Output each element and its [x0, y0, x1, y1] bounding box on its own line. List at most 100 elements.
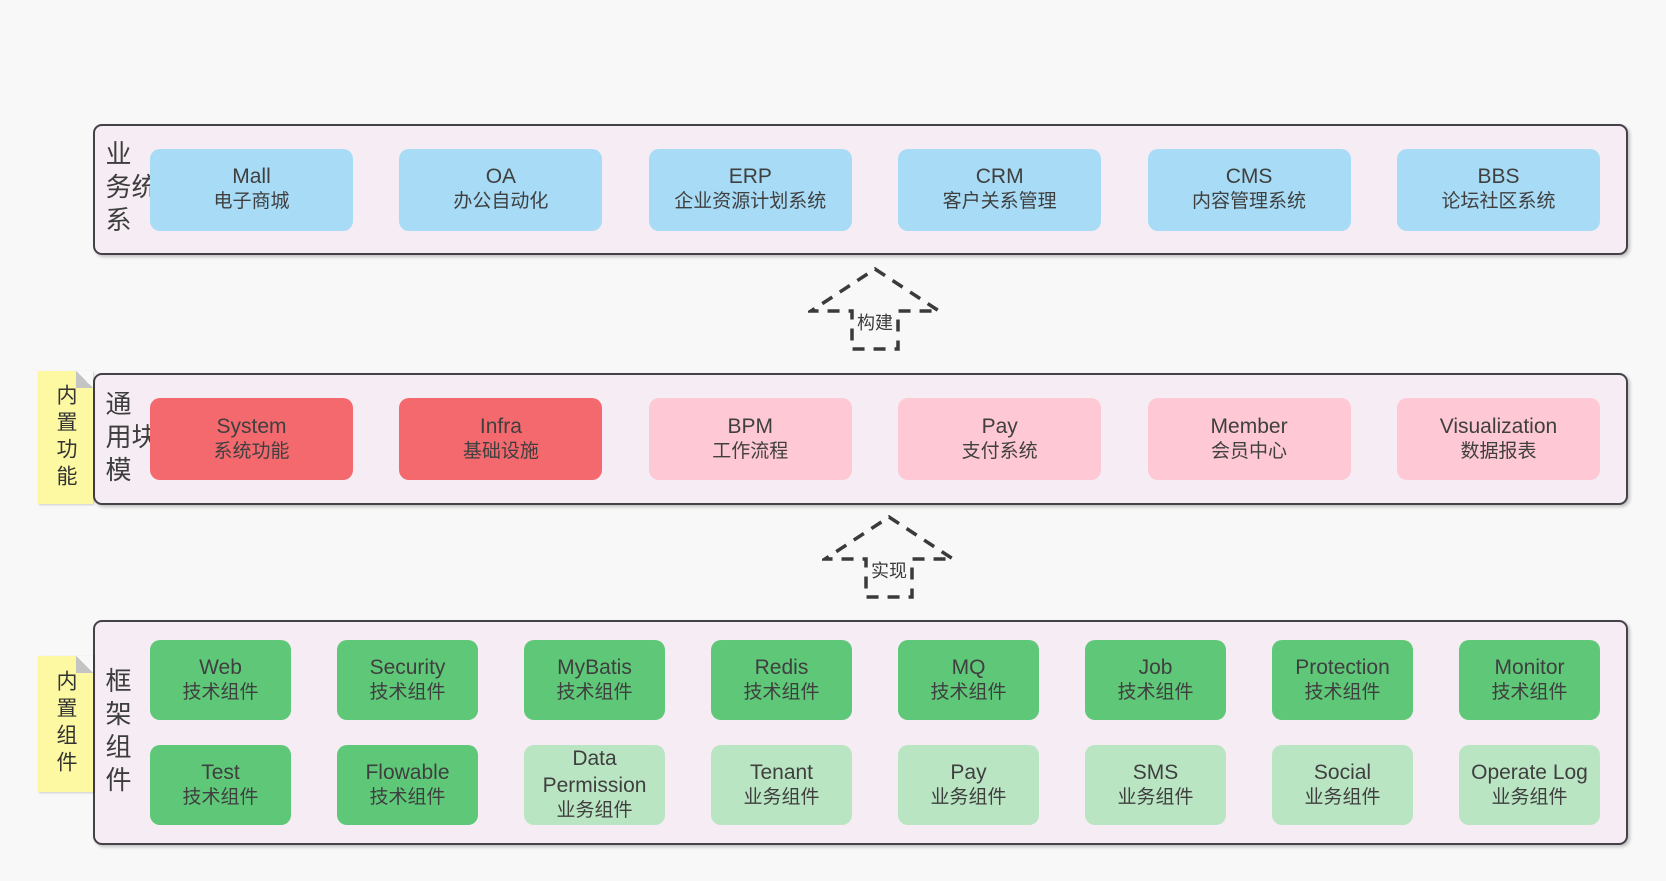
module-name: Monitor — [1494, 655, 1565, 679]
module-name: Operate Log — [1471, 760, 1588, 784]
sticky-note-label: 内置组件 — [54, 670, 77, 778]
band-label-framework-components: 框架组件 — [102, 666, 132, 799]
module-subtitle: 技术组件 — [182, 681, 259, 703]
folded-corner-icon — [76, 371, 93, 388]
module-name: MyBatis — [557, 655, 632, 679]
module-name: Member — [1210, 414, 1288, 438]
module-subtitle: 论坛社区系统 — [1441, 191, 1556, 213]
module-name: Protection — [1295, 655, 1390, 679]
implement-arrow: 实现 — [822, 514, 956, 600]
module-name: Data Permission — [542, 747, 647, 797]
sticky-note-label: 内置功能 — [54, 383, 77, 492]
module-name: SMS — [1132, 760, 1179, 784]
implement-arrow-label: 实现 — [869, 561, 909, 581]
module-name: BBS — [1477, 165, 1520, 189]
module-subtitle: 技术组件 — [182, 786, 259, 808]
module-name: Visualization — [1439, 414, 1558, 438]
module-subtitle: 业务组件 — [1304, 786, 1381, 808]
module-subtitle: 基础设施 — [462, 440, 539, 462]
module-name: Job — [1138, 655, 1173, 679]
band-label-business-systems: 业务系统 — [102, 140, 158, 239]
module-subtitle: 技术组件 — [1304, 681, 1381, 703]
sticky-note-built-in-features: 内置功能 — [38, 371, 93, 504]
module-name: BPM — [727, 414, 774, 438]
module-subtitle: 内容管理系统 — [1192, 191, 1307, 213]
module-name: CMS — [1225, 165, 1273, 189]
module-subtitle: 技术组件 — [1491, 681, 1568, 703]
sticky-note-built-in-components: 内置组件 — [38, 656, 93, 792]
module-subtitle: 办公自动化 — [453, 191, 549, 213]
module-name: MQ — [951, 655, 986, 679]
module-subtitle: 电子商城 — [213, 191, 290, 213]
build-arrow-label: 构建 — [855, 313, 895, 333]
module-subtitle: 数据报表 — [1460, 440, 1537, 462]
module-subtitle: 业务组件 — [556, 799, 633, 821]
module-subtitle: 业务组件 — [743, 786, 820, 808]
module-name: Mall — [232, 165, 271, 189]
build-arrow: 构建 — [808, 266, 942, 352]
module-name: Security — [369, 655, 446, 679]
module-name: System — [216, 414, 287, 438]
module-name: Pay — [950, 760, 987, 784]
folded-corner-icon — [76, 656, 93, 673]
band-label-common-modules: 通用模块 — [102, 389, 158, 489]
module-subtitle: 客户关系管理 — [942, 191, 1057, 213]
module-name: Social — [1313, 760, 1372, 784]
module-subtitle: 工作流程 — [712, 440, 789, 462]
module-name: Test — [201, 760, 240, 784]
module-name: CRM — [975, 165, 1024, 189]
module-subtitle: 系统功能 — [213, 440, 290, 462]
module-name: Tenant — [749, 760, 814, 784]
module-subtitle: 技术组件 — [369, 786, 446, 808]
module-subtitle: 技术组件 — [556, 681, 633, 703]
module-subtitle: 支付系统 — [961, 440, 1038, 462]
module-name: Web — [199, 655, 242, 679]
module-name: Infra — [479, 414, 522, 438]
module-subtitle: 业务组件 — [930, 786, 1007, 808]
module-name: Flowable — [365, 760, 450, 784]
module-name: Redis — [754, 655, 809, 679]
module-subtitle: 企业资源计划系统 — [674, 191, 827, 213]
module-subtitle: 业务组件 — [1117, 786, 1194, 808]
module-name: OA — [485, 165, 517, 189]
dashed-up-arrow-icon — [808, 266, 942, 351]
module-subtitle: 业务组件 — [1491, 786, 1568, 808]
module-name: ERP — [728, 165, 772, 189]
module-name: Pay — [981, 414, 1018, 438]
module-subtitle: 技术组件 — [743, 681, 820, 703]
